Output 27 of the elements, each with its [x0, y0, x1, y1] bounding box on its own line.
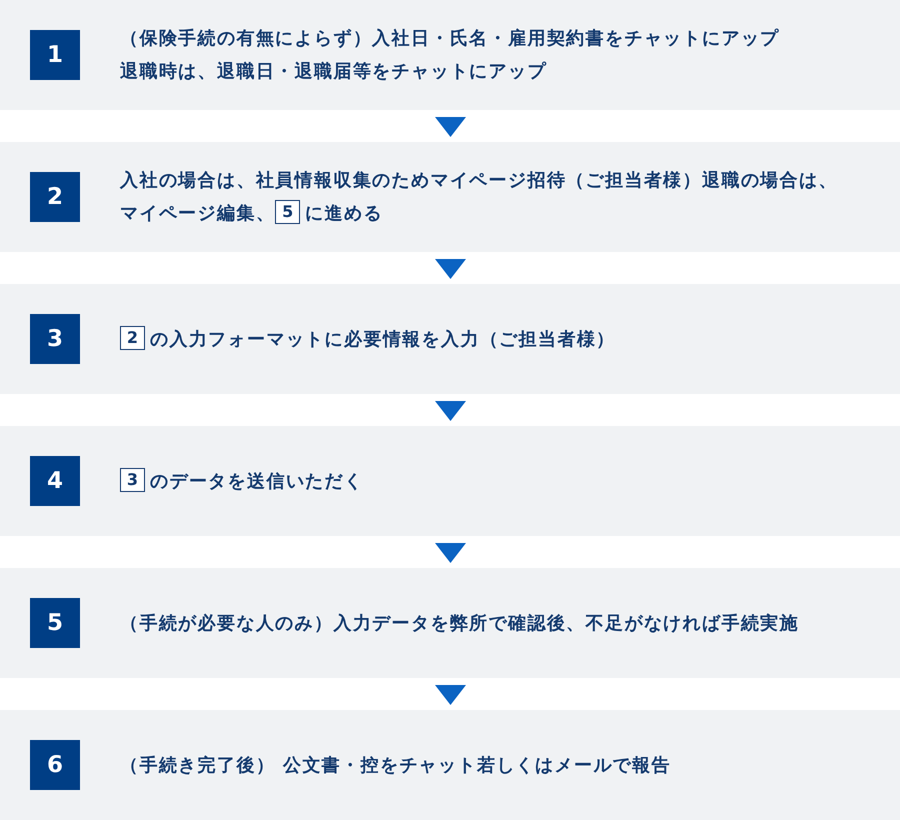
step-reference: 5 [275, 200, 300, 224]
step-description: 入社の場合は、社員情報収集のためマイページ招待（ご担当者様）退職の場合は、マイページ編集、 5 に進める [120, 169, 839, 226]
step-number: 2 [30, 172, 80, 222]
arrow [435, 543, 466, 563]
arrow [435, 685, 466, 705]
step-number: 5 [30, 598, 80, 648]
step-description: （保険手続の有無によらず）入社日・氏名・雇用契約書をチャットにアップ [120, 27, 781, 51]
step-number: 4 [30, 456, 80, 506]
step-description: 3 のデータを送信いただく [120, 464, 850, 498]
step-panel [0, 142, 900, 252]
step-reference: 3 [120, 468, 145, 492]
step-description: 退職時は、退職日・退職届等をチャットにアップ [120, 60, 548, 84]
step-reference: 2 [120, 326, 145, 350]
step-description: （手続き完了後） 公文書・控をチャット若しくはメールで報告 [120, 754, 672, 778]
step-panel [0, 0, 900, 110]
arrow [435, 259, 466, 279]
step-panel [0, 426, 900, 536]
step-panel [0, 284, 900, 394]
step-number: 6 [30, 740, 80, 790]
step-number: 1 [30, 30, 80, 80]
step-number: 3 [30, 314, 80, 364]
arrow [435, 117, 466, 137]
step-description: 2 の入力フォーマットに必要情報を入力（ご担当者様） [120, 322, 850, 356]
step-description: （手続が必要な人のみ）入力データを弊所で確認後、不足がなければ手続実施 [120, 612, 800, 636]
step-panel [0, 710, 900, 820]
arrow [435, 401, 466, 421]
step-panel [0, 568, 900, 678]
